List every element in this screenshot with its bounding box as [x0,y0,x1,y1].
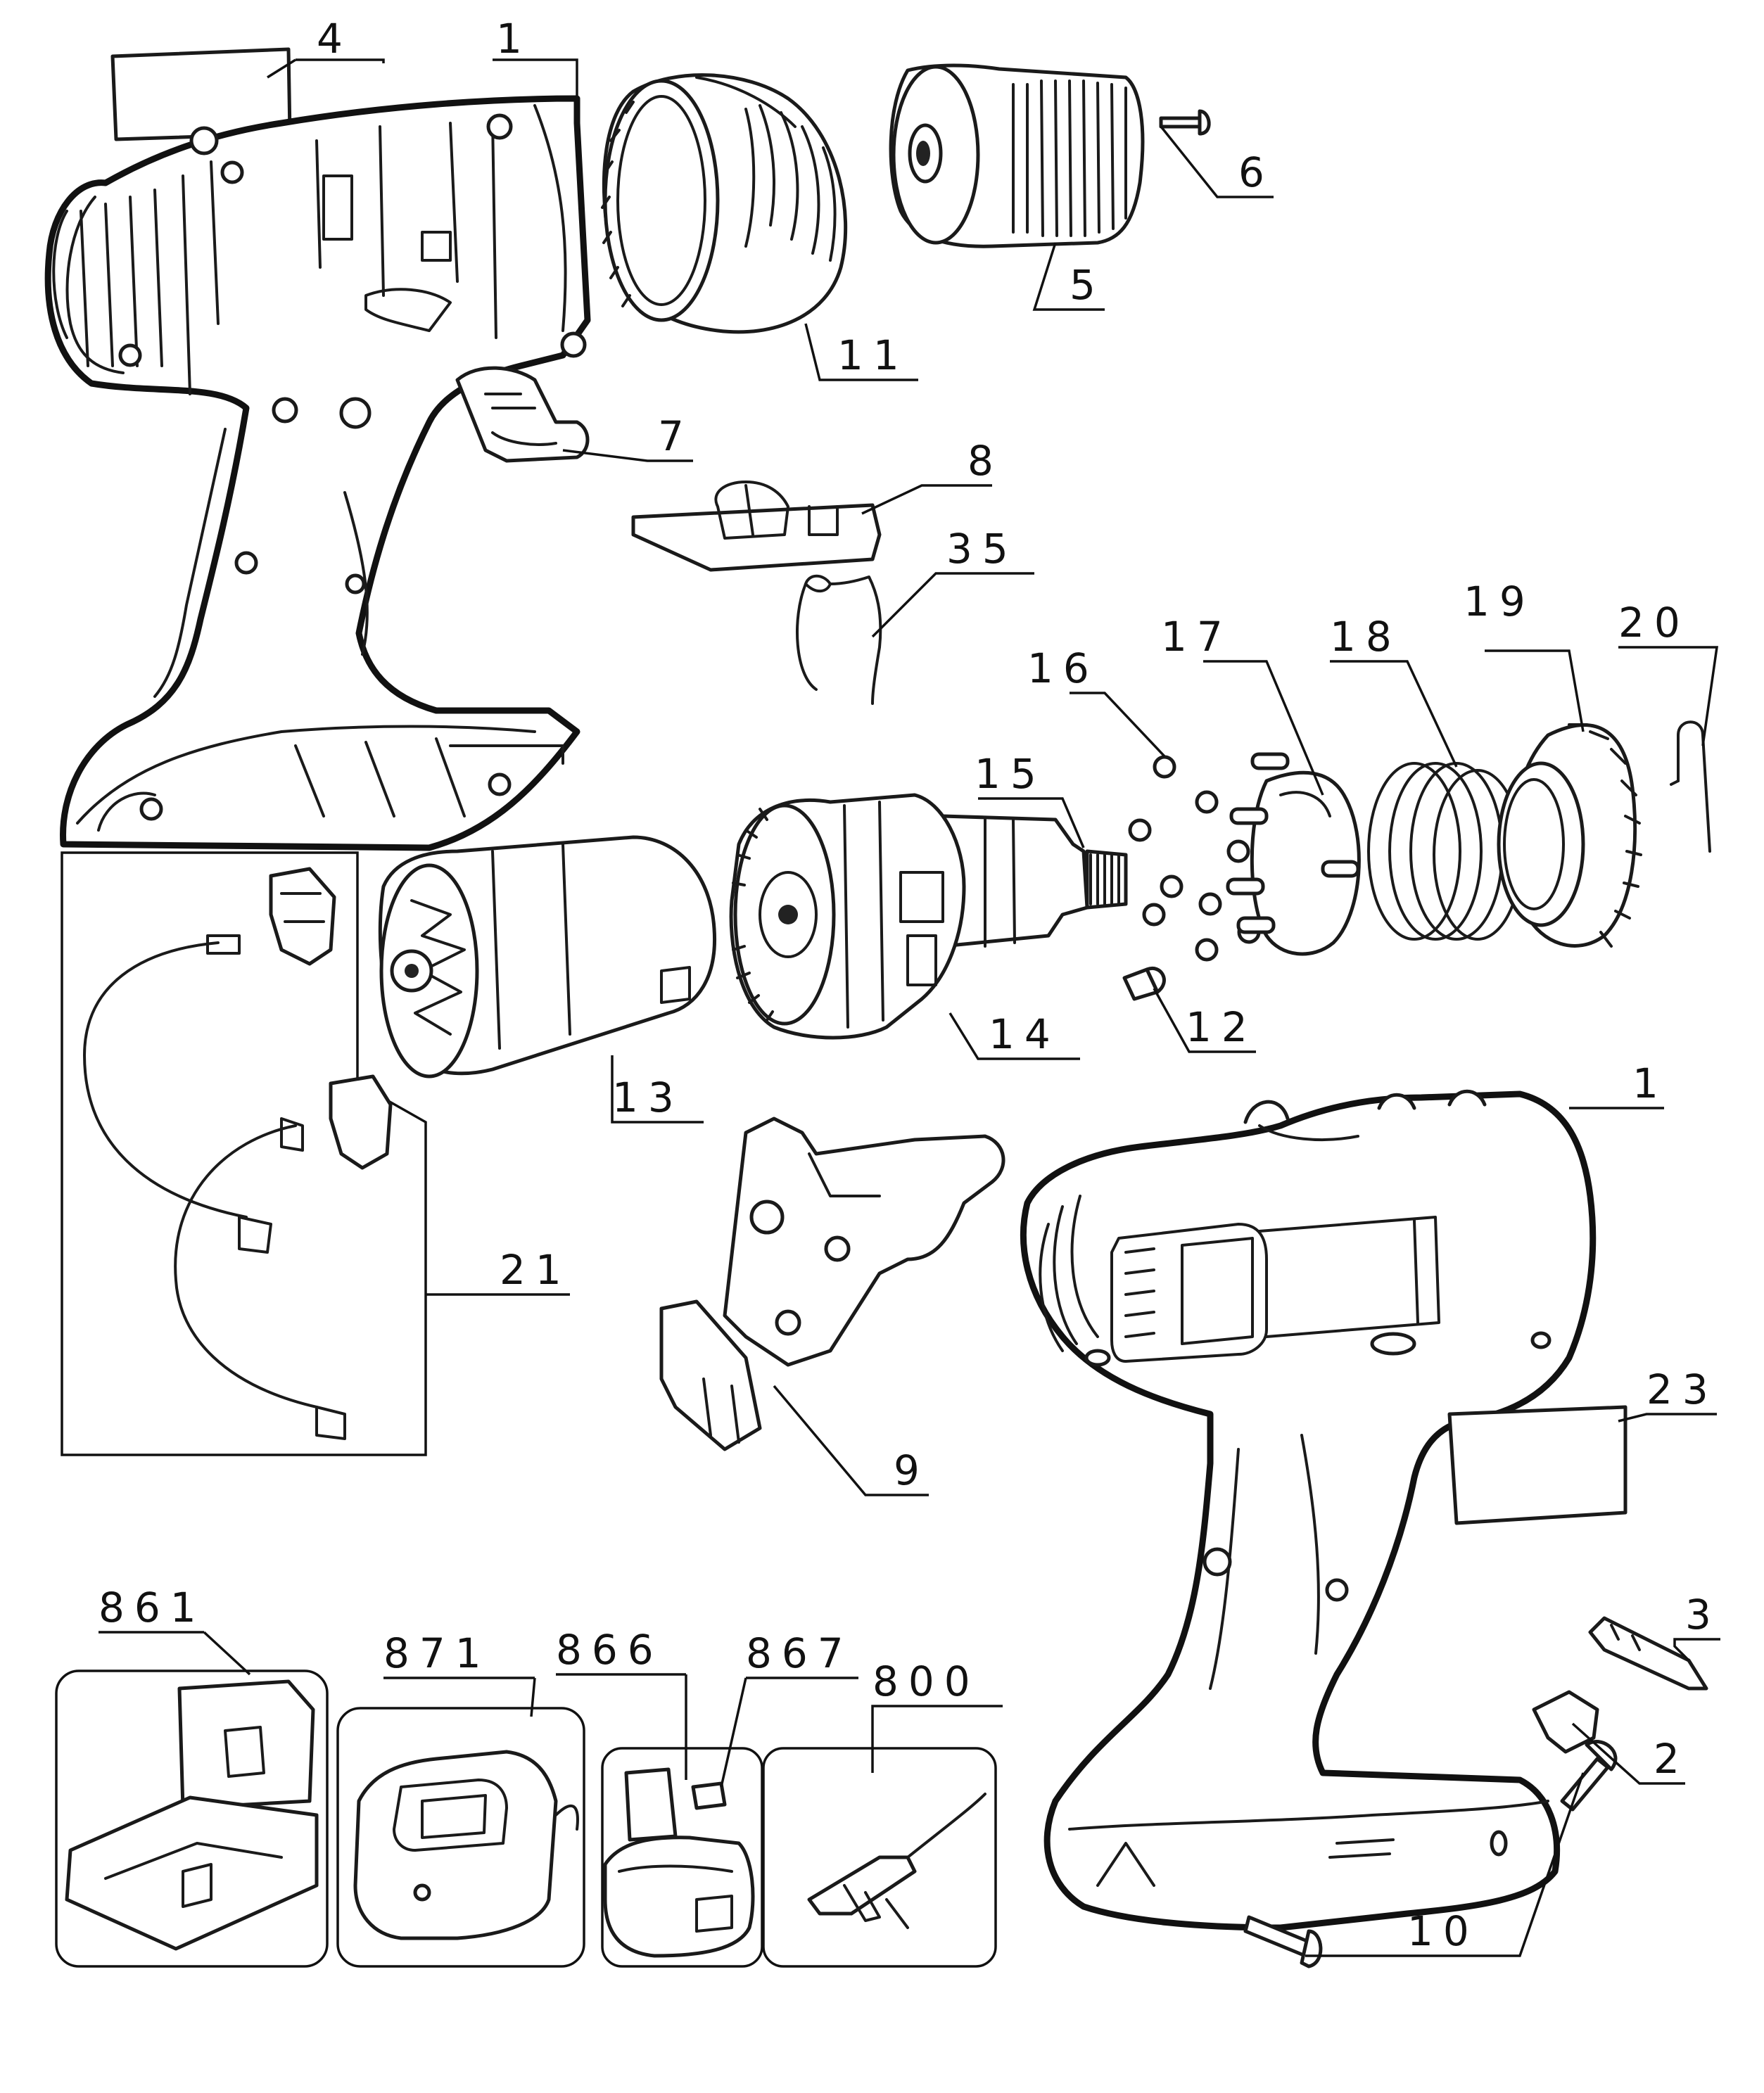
part-3-bit [1588,1616,1708,1691]
callout-17: 17 [1161,613,1233,661]
callout-8: 8 [967,437,1003,485]
callout-labels: 4 1 6 5 11 7 8 35 16 17 18 19 20 15 12 1… [99,15,1721,1955]
callout-9: 9 [894,1446,929,1494]
part-5-keyless-chuck [889,63,1145,248]
part-23-label [1447,1405,1627,1525]
callout-3: 3 [1685,1591,1721,1639]
part-12-screw [1122,967,1166,1001]
part-11-clutch-collar [601,73,848,334]
callout-866: 866 [556,1626,664,1674]
part-867-battery-cap [691,1781,727,1810]
part-9-switch-trigger [659,1117,1005,1451]
part-17-clutch-plate [1226,752,1361,956]
part-7-direction-switch [455,366,590,463]
part-16-balls [1128,755,1261,962]
part-35-spring-clip [796,574,882,705]
callout-861: 861 [99,1584,206,1631]
callout-2: 2 [1654,1735,1689,1783]
callout-800: 800 [873,1658,980,1705]
callout-20: 20 [1618,599,1690,647]
part-6-chuck-screw [1159,109,1211,136]
callout-1-right: 1 [1632,1060,1668,1107]
part-20-wire-pin [1670,720,1711,853]
part-866-battery [601,1747,763,1968]
callout-18: 18 [1330,613,1402,661]
callout-15: 15 [975,750,1046,798]
callout-13: 13 [612,1074,684,1121]
part-14-gearbox [729,793,966,1040]
part-10-screws [1243,1740,1618,1968]
callout-7: 7 [658,412,694,460]
part-800-accessory [762,1747,997,1968]
callout-21: 21 [500,1246,571,1294]
callout-10: 10 [1407,1907,1479,1955]
callout-19: 19 [1464,578,1535,625]
part-1-housing-half [44,95,591,851]
part-861-case [55,1669,329,1968]
callout-23: 23 [1646,1366,1718,1413]
callout-6: 6 [1238,148,1274,196]
part-15-spindle [941,814,1128,948]
callout-4: 4 [317,15,353,63]
part-871-charger [336,1707,585,1968]
callout-5: 5 [1070,261,1105,309]
callout-1-top: 1 [496,15,532,63]
part-8-switch-plate [631,481,882,572]
part-2-bit-clip [1532,1690,1599,1754]
callout-16: 16 [1027,644,1099,692]
callout-14: 14 [989,1010,1060,1058]
part-21-wiring-box [61,851,427,1456]
part-13-motor [378,835,717,1079]
part-19-adjusting-nut [1497,723,1642,948]
part-1-assembled-housing [1020,1089,1597,1931]
callout-11: 11 [837,331,909,379]
leader-lines [99,58,1720,1957]
callout-871: 871 [383,1629,491,1677]
callout-12: 12 [1186,1003,1257,1051]
callout-867: 867 [746,1629,854,1677]
callout-35: 35 [946,525,1018,573]
